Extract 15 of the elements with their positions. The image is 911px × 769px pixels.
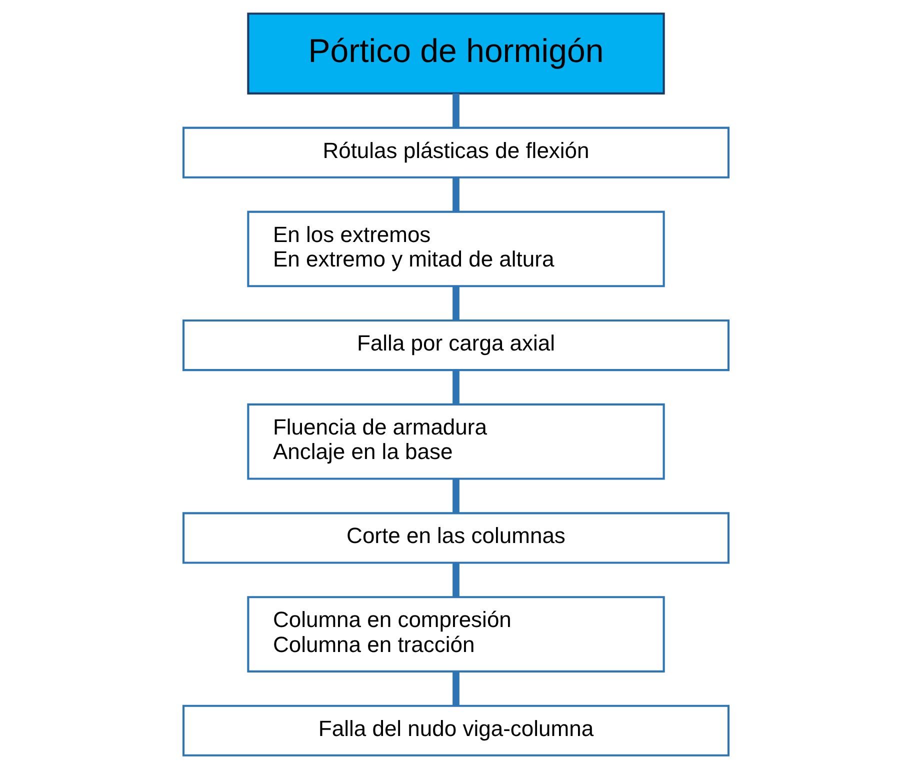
connector	[452, 672, 459, 706]
node-box: En los extremos En extremo y mitad de altura	[246, 210, 664, 288]
connector	[452, 370, 459, 404]
connector	[452, 562, 459, 597]
node-box: Falla del nudo viga-columna	[182, 704, 730, 756]
connector	[452, 286, 459, 320]
connector	[452, 478, 459, 513]
connector	[452, 94, 459, 128]
connector	[452, 178, 459, 212]
node-box: Columna en compresión Columna en tracción	[246, 596, 664, 672]
node-box: Fluencia de armadura Anclaje en la base	[246, 403, 664, 480]
node-box: Rótulas plásticas de flexión	[182, 126, 730, 178]
node-box: Falla por carga axial	[182, 319, 730, 372]
node-box: Corte en las columnas	[182, 512, 730, 564]
node-box: Pórtico de hormigón	[246, 12, 664, 94]
